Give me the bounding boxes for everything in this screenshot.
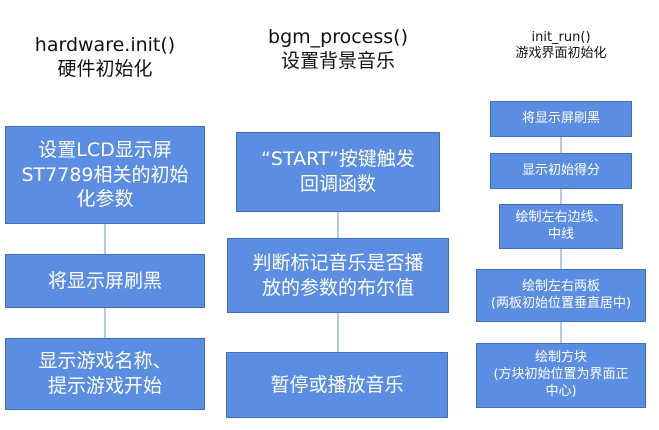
step-check-music-flag: 判断标记音乐是否播 放的参数的布尔值 <box>227 238 449 313</box>
step-set-lcd-params: 设置LCD显示屏 ST7789相关的初始 化参数 <box>5 126 205 224</box>
step-pause-or-play: 暂停或播放音乐 <box>226 352 448 418</box>
title-desc: 硬件初始化 <box>57 57 153 80</box>
step-start-callback: “START”按键触发 回调函数 <box>236 132 440 212</box>
title-desc: 游戏界面初始化 <box>515 46 607 62</box>
title-bgm-process: bgm_process() 设置背景音乐 <box>238 26 438 74</box>
step-draw-block: 绘制方块 (方块初始位置为界面正 中心) <box>476 343 646 408</box>
step-clear-screen: 将显示屏刷黑 <box>5 254 205 308</box>
title-desc: 设置背景音乐 <box>280 49 395 72</box>
step-clear-screen: 将显示屏刷黑 <box>490 101 632 137</box>
title-func: hardware.init() <box>34 34 176 56</box>
step-draw-lines: 绘制左右边线、 中线 <box>499 204 623 249</box>
step-show-game-name: 显示游戏名称、 提示游戏开始 <box>5 338 205 410</box>
title-hardware-init: hardware.init() 硬件初始化 <box>5 34 205 82</box>
step-show-initial-score: 显示初始得分 <box>490 153 632 189</box>
title-init-run: init_run() 游戏界面初始化 <box>486 30 636 63</box>
step-draw-paddles: 绘制左右两板 (两板初始位置垂直居中) <box>476 269 646 322</box>
title-func: bgm_process() <box>268 26 408 48</box>
title-func: init_run() <box>531 30 591 45</box>
